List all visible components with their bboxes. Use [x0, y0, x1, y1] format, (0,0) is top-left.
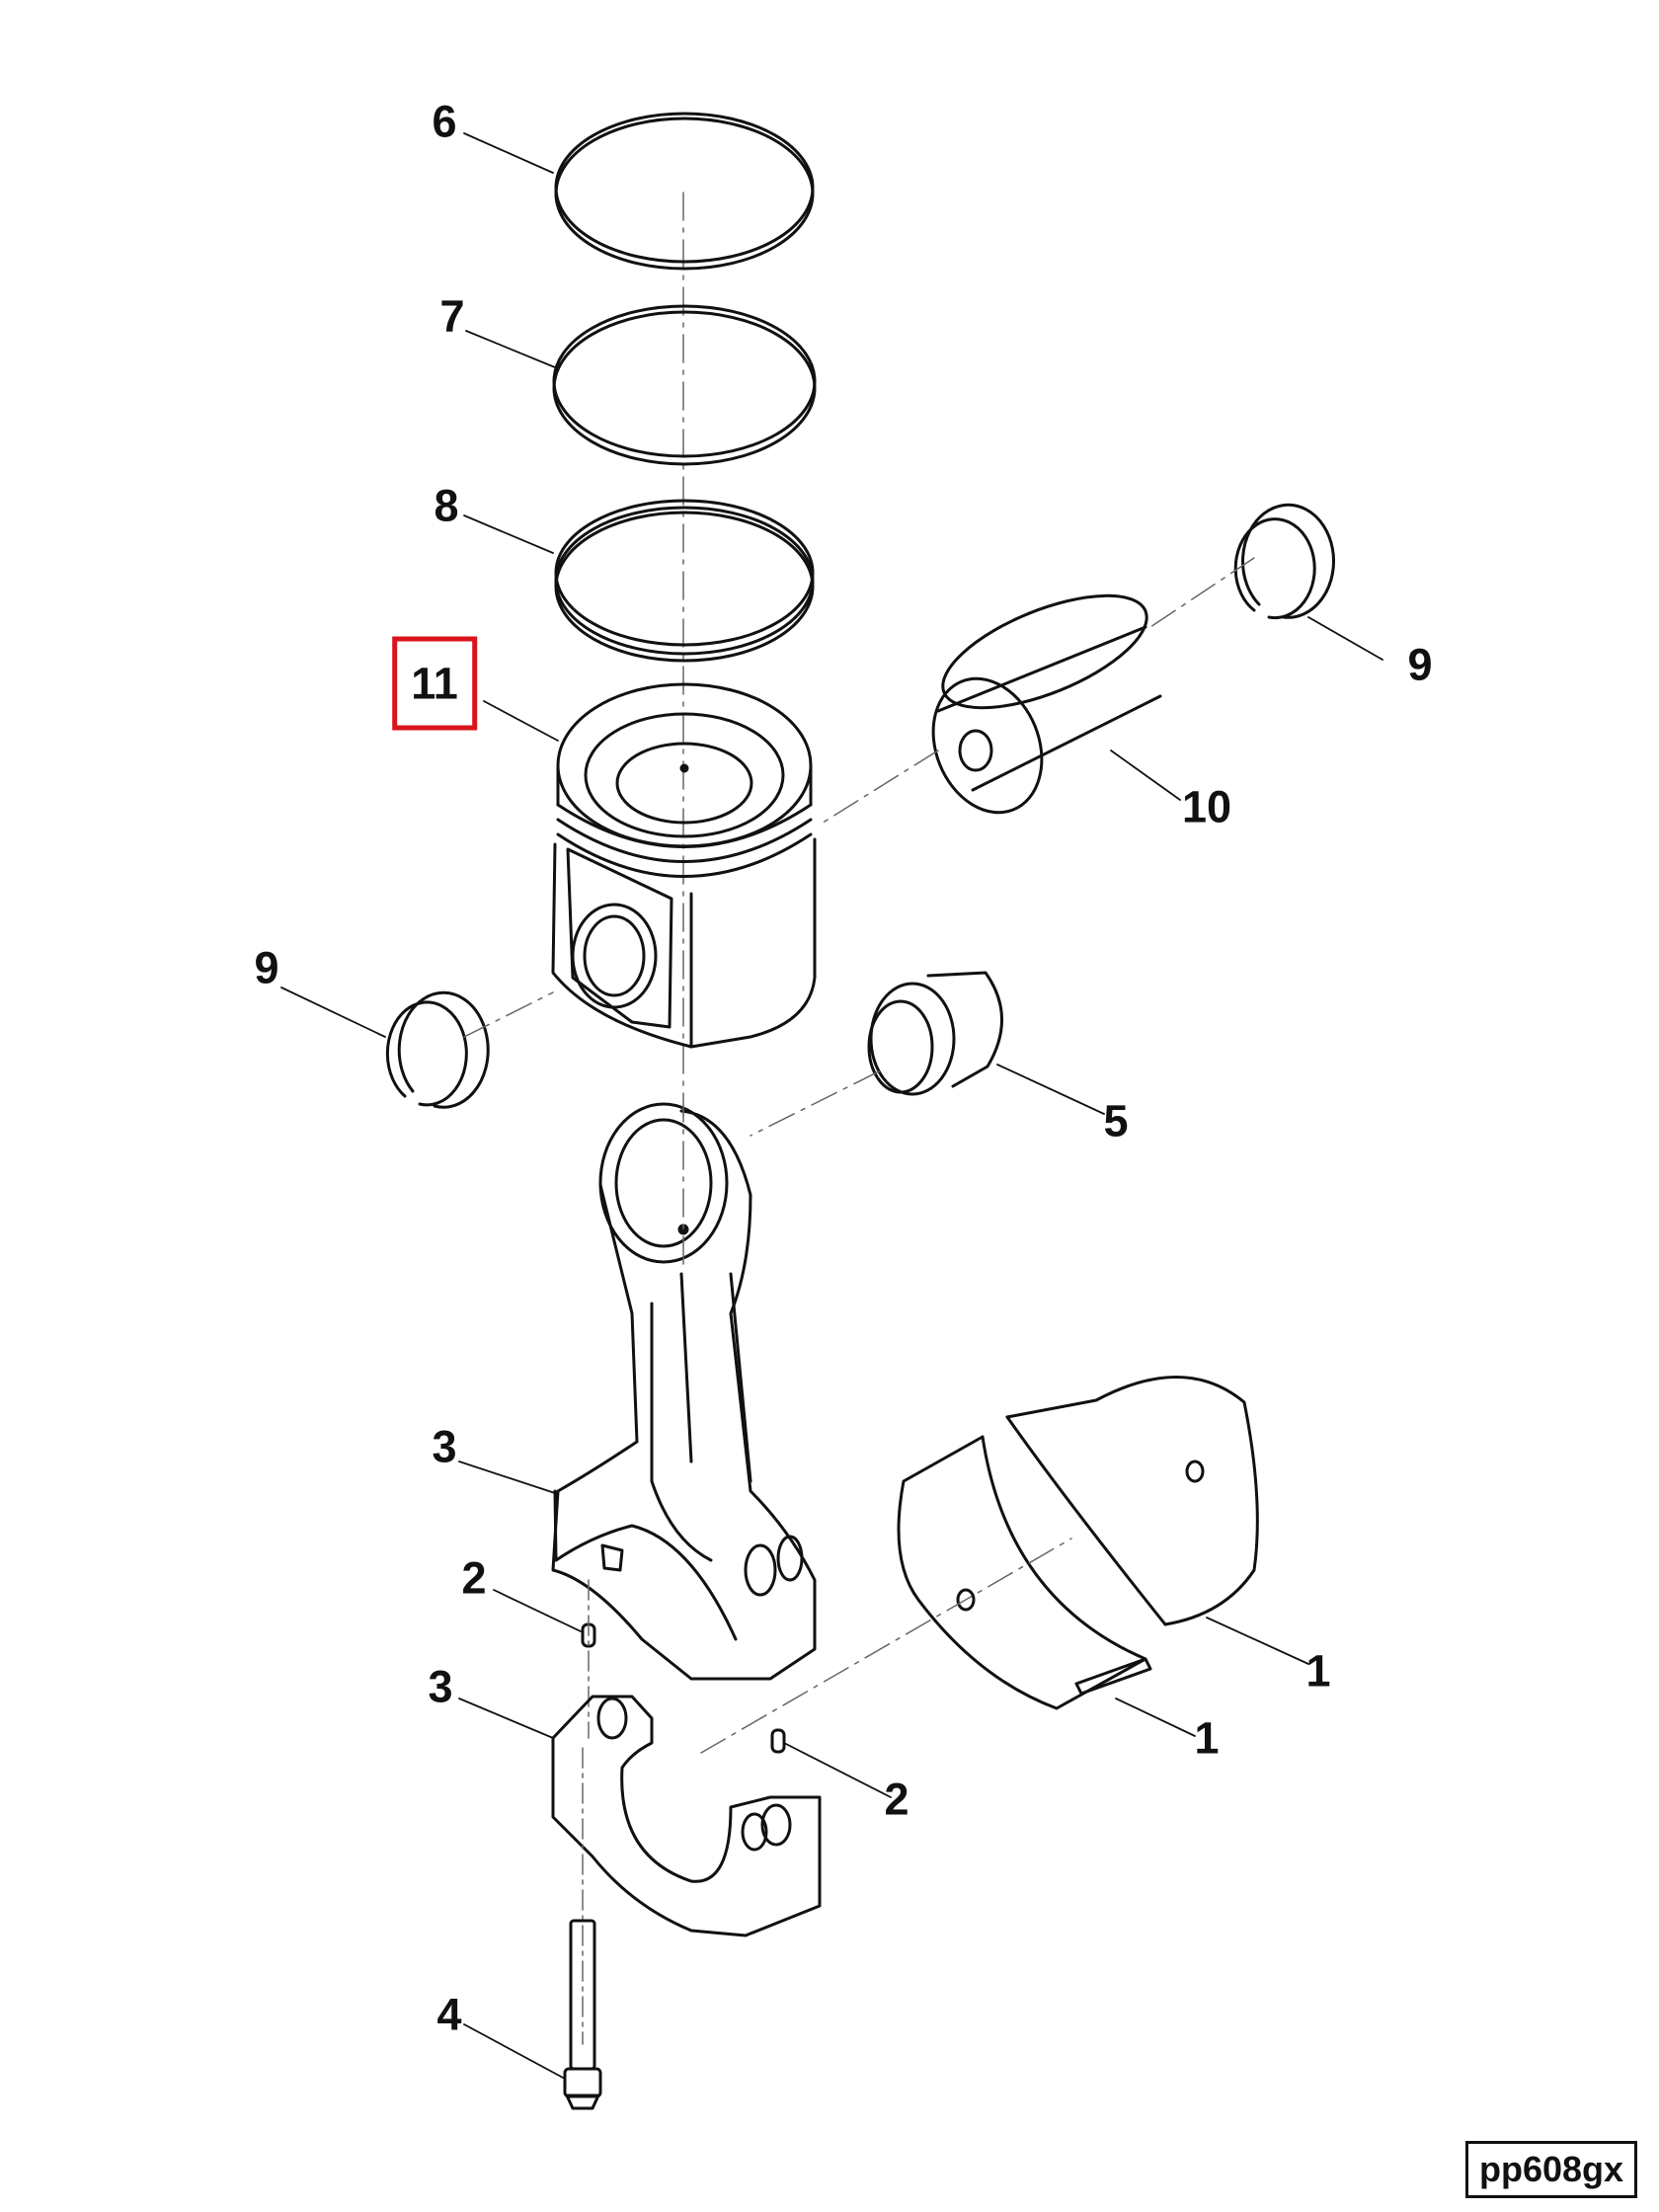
- callout-3-lower[interactable]: 3: [428, 1661, 453, 1712]
- piston-11: [551, 682, 817, 1049]
- retaining-ring-9-right: [1233, 503, 1335, 620]
- callout-11-highlighted[interactable]: 11: [392, 636, 477, 731]
- bushing-5: [867, 971, 1003, 1096]
- callout-7[interactable]: 7: [439, 290, 465, 342]
- callout-2-right[interactable]: 2: [884, 1774, 909, 1825]
- leader-lines: [280, 132, 1383, 2080]
- callout-3-upper[interactable]: 3: [432, 1421, 457, 1472]
- callout-8[interactable]: 8: [434, 480, 459, 531]
- callout-9-right[interactable]: 9: [1407, 639, 1433, 690]
- callout-1-lower[interactable]: 1: [1194, 1712, 1220, 1764]
- callout-5[interactable]: 5: [1103, 1095, 1129, 1146]
- ring-8: [554, 499, 815, 663]
- bearing-shell-1-upper: [1005, 1376, 1259, 1626]
- retaining-ring-9-left: [385, 990, 490, 1109]
- callout-9-left[interactable]: 9: [254, 942, 279, 993]
- ring-6: [554, 112, 815, 271]
- piston-pin-10: [931, 593, 1162, 815]
- bearing-shell-1-lower: [897, 1435, 1152, 1710]
- bolt-4: [563, 1919, 602, 2110]
- callout-10[interactable]: 10: [1181, 781, 1232, 832]
- callout-4[interactable]: 4: [436, 1989, 462, 2040]
- dowel-2-right: [770, 1728, 786, 1754]
- ring-7: [552, 304, 817, 466]
- callout-6[interactable]: 6: [432, 96, 457, 147]
- connecting-rod-3: [551, 1102, 817, 1681]
- connecting-rod-cap-3: [551, 1695, 822, 1937]
- callout-1-upper[interactable]: 1: [1305, 1645, 1331, 1697]
- figure-code-label: pp608gx: [1465, 2141, 1637, 2198]
- callout-2-left[interactable]: 2: [461, 1552, 487, 1604]
